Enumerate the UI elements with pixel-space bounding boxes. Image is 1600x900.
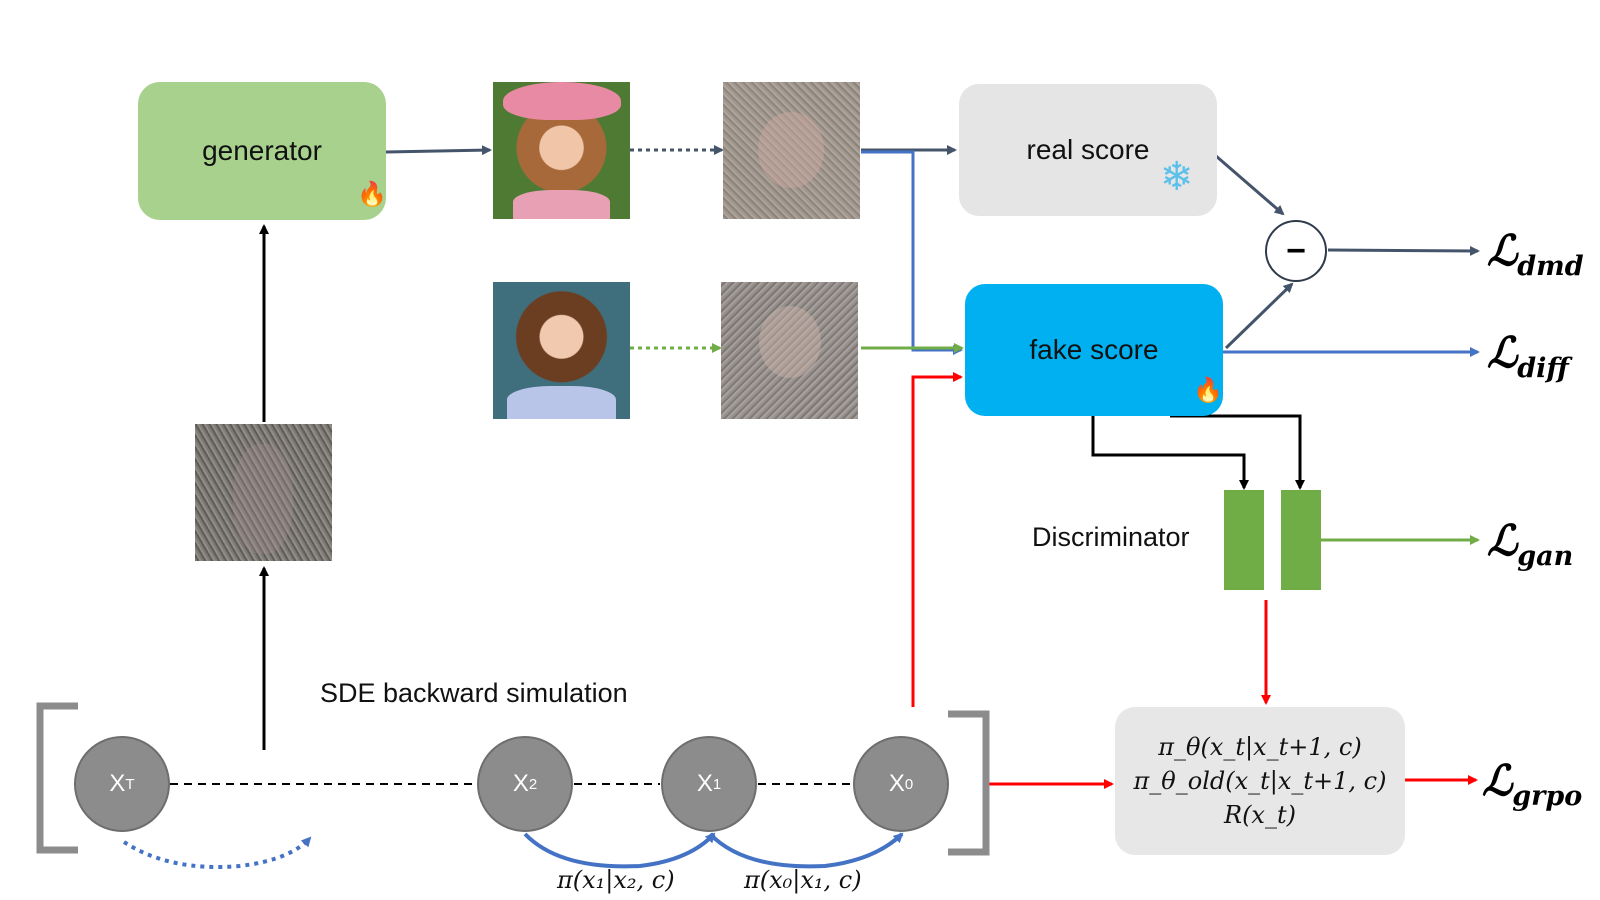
noisy-real-image — [721, 282, 858, 419]
minus-operator: − — [1265, 220, 1327, 282]
discriminator-label: Discriminator — [1032, 522, 1190, 552]
loss-gan-sub: gan — [1517, 541, 1574, 572]
fake-score-label: fake score — [1029, 334, 1159, 365]
discriminator-block-right — [1281, 490, 1321, 590]
noisy-generated-image — [723, 82, 860, 219]
fire-icon: 🔥 — [357, 181, 387, 208]
sde-loop-curve — [122, 836, 312, 869]
real-score-box: real score — [959, 84, 1217, 216]
node-xt-sub: T — [125, 775, 135, 793]
transition-curve-21 — [523, 832, 716, 869]
arrow-minus-to-dmd — [1327, 245, 1480, 256]
loss-diff-sub: diff — [1517, 353, 1569, 384]
policy-line-2: π_θ_old(x_t|x_t+1, c) — [1133, 767, 1387, 795]
arrow-x0-to-fake — [911, 372, 963, 707]
fire-icon: 🔥 — [1193, 377, 1223, 404]
node-x0-base: X — [888, 770, 905, 797]
real-image — [493, 282, 630, 419]
policy-box: π_θ(x_t|x_t+1, c) π_θ_old(x_t|x_t+1, c) … — [1115, 707, 1405, 855]
node-x1-sub: 1 — [712, 775, 722, 793]
generator-box: generator — [138, 82, 386, 220]
dress-shape — [507, 386, 616, 419]
arrow-real-to-minus — [1215, 154, 1285, 216]
node-xt-base: X — [109, 770, 126, 797]
noise-image — [195, 424, 332, 561]
policy-line-1: π_θ(x_t|x_t+1, c) — [1158, 733, 1362, 761]
faint-face — [759, 306, 821, 378]
transition-label-10: π(x₀|x₁, c) — [744, 866, 862, 894]
loss-diff: ℒdiff — [1487, 328, 1569, 384]
fake-score-box: fake score — [965, 284, 1223, 416]
loss-dmd-base: ℒ — [1487, 226, 1518, 275]
faint-face — [758, 112, 824, 188]
generated-image — [493, 82, 630, 219]
transition-label-21: π(x₁|x₂, c) — [557, 866, 675, 894]
node-x2-base: X — [512, 770, 529, 797]
loss-diff-base: ℒ — [1487, 328, 1518, 377]
bracket-left — [36, 702, 78, 854]
arrow-generator-to-image — [385, 145, 492, 156]
sde-label: SDE backward simulation — [320, 678, 628, 708]
node-x1-base: X — [696, 770, 713, 797]
node-x0-sub: 0 — [904, 775, 914, 793]
bracket-right — [948, 710, 990, 856]
transition-curve-10 — [708, 832, 904, 869]
snowflake-icon: ❄ — [1160, 155, 1194, 199]
policy-line-3: R(x_t) — [1224, 801, 1296, 829]
hat-shape — [503, 82, 621, 120]
arrow-fake-to-disc-2 — [1170, 414, 1305, 490]
real-score-label: real score — [1026, 134, 1150, 165]
discriminator-block-left — [1224, 490, 1264, 590]
faint-silhouette — [233, 444, 293, 554]
loss-dmd-sub: dmd — [1517, 251, 1584, 282]
loss-grpo-base: ℒ — [1482, 756, 1513, 805]
node-x2-sub: 2 — [528, 775, 538, 793]
arrow-noisy1-to-fake — [861, 150, 963, 355]
loss-grpo-sub: grpo — [1512, 781, 1583, 812]
loss-grpo: ℒgrpo — [1482, 756, 1582, 812]
dress-shape — [513, 190, 610, 219]
arrow-fake-to-disc-1 — [1091, 416, 1249, 490]
loss-dmd: ℒdmd — [1487, 226, 1584, 282]
loss-gan-base: ℒ — [1487, 516, 1518, 565]
generator-label: generator — [202, 135, 322, 166]
arrow-fake-to-minus — [1224, 282, 1294, 350]
loss-gan: ℒgan — [1487, 516, 1573, 572]
minus-symbol: − — [1286, 231, 1306, 270]
